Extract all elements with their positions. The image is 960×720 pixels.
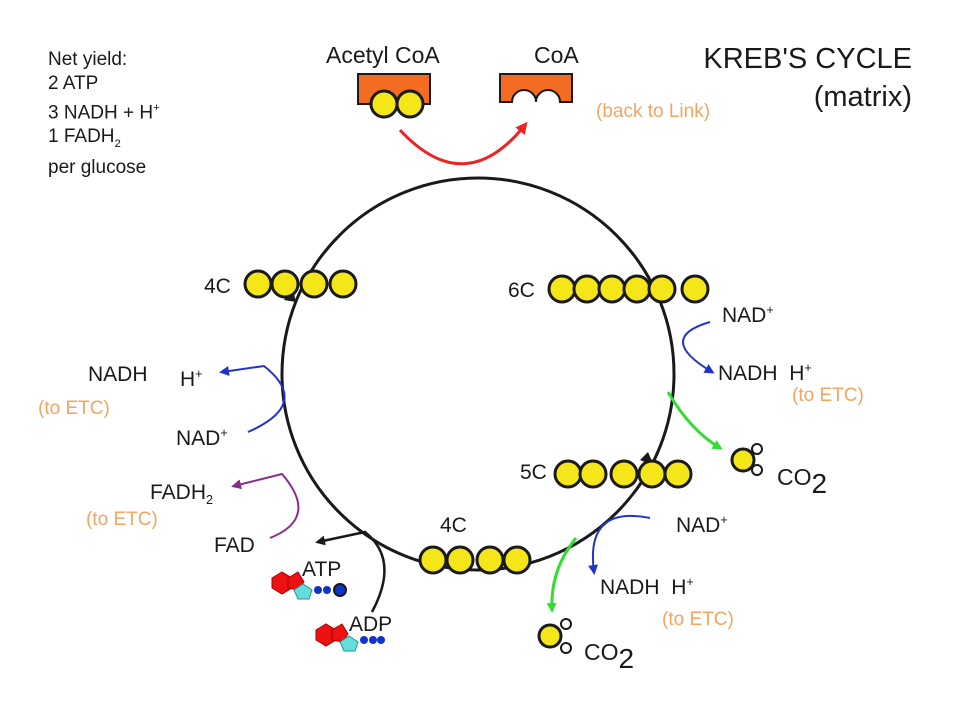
- title-line2: (matrix): [813, 81, 912, 113]
- carbon-chain-4c-bottom: [418, 545, 532, 575]
- nadh-bottom-label: NADH H+: [600, 575, 694, 599]
- label-5c: 5C: [520, 461, 547, 484]
- net-yield-fadh: 1 FADH2: [48, 126, 121, 151]
- carbon-chain-6c: [547, 274, 710, 304]
- acetyl-arrow: [398, 121, 528, 166]
- carbon-chain-4c-left: [243, 269, 358, 299]
- nad-arrow-bottom: [588, 514, 651, 575]
- coa-block: [499, 73, 573, 103]
- nad-arrow-right: [682, 321, 715, 374]
- co2-bottom-label: CO2: [584, 639, 635, 674]
- diagram-title: KREB'S CYCLE (matrix): [703, 40, 912, 116]
- net-yield-block: Net yield: 2 ATP 3 NADH + H+ 1 FADH2 per…: [48, 48, 160, 180]
- nad-right-label: NAD+: [722, 303, 774, 327]
- atp-label: ATP: [302, 558, 342, 581]
- label-4c-left: 4C: [204, 275, 231, 298]
- net-yield-heading: Net yield:: [48, 49, 128, 70]
- to-etc-left: (to ETC): [38, 398, 110, 419]
- net-yield-per: per glucose: [48, 157, 147, 179]
- adp-label: ADP: [349, 613, 393, 636]
- nad-bottom-label: NAD+: [676, 513, 728, 537]
- co2-arrow-bottom: [546, 537, 578, 613]
- fad-arrow: [231, 472, 300, 539]
- cycle-ring: [280, 176, 676, 572]
- atp-molecule: [271, 571, 347, 600]
- to-etc-bottom: (to ETC): [662, 609, 734, 630]
- co2-right-label: CO2: [777, 464, 828, 499]
- nadh-right-label: NADH H+: [718, 361, 812, 385]
- label-4c-bottom: 4C: [440, 514, 467, 537]
- coa-label: CoA: [534, 42, 579, 68]
- co2-molecule-bottom: [537, 618, 572, 654]
- nadh-left-label: NADH: [88, 363, 148, 386]
- acetyl-coa-block: [357, 73, 431, 119]
- nad-left-label: NAD+: [176, 426, 228, 450]
- label-6c: 6C: [508, 279, 535, 302]
- co2-arrow-right: [666, 391, 723, 450]
- h-left-label: H+: [180, 367, 203, 391]
- carbon-chain-5c: [553, 459, 693, 489]
- acetyl-coa-label: Acetyl CoA: [326, 42, 440, 68]
- net-yield-atp: 2 ATP: [48, 73, 99, 94]
- title-line1: KREB'S CYCLE: [703, 43, 912, 75]
- adp-molecule: [315, 623, 385, 652]
- to-etc-right: (to ETC): [792, 385, 864, 406]
- fadh2-label: FADH2: [150, 481, 214, 508]
- to-etc-fad: (to ETC): [86, 509, 158, 530]
- net-yield-nadh: 3 NADH + H+: [48, 102, 160, 124]
- co2-molecule-right: [730, 443, 763, 476]
- nad-arrow-left: [219, 364, 286, 433]
- back-to-link-label: (back to Link): [596, 101, 711, 122]
- adp-atp-arrow: [315, 530, 386, 613]
- fad-label: FAD: [214, 534, 255, 557]
